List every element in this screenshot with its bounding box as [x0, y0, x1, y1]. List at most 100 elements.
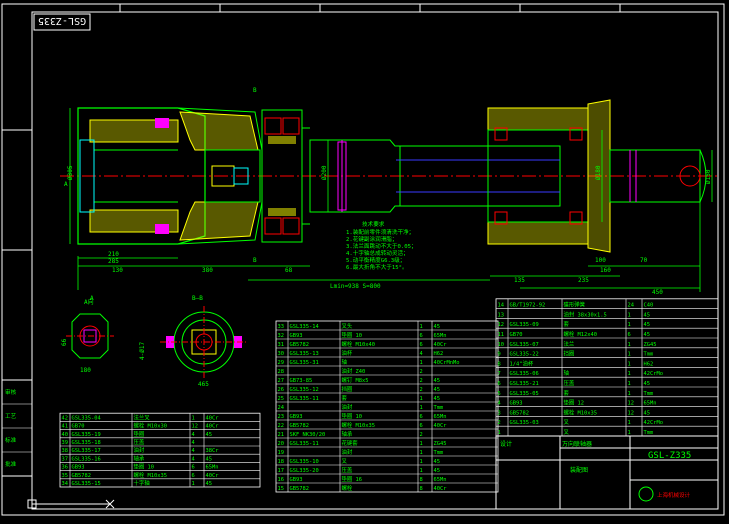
bom-cell-name: 垫圈 12: [564, 399, 585, 407]
bom-cell-no: 10: [498, 342, 505, 348]
bom-cell-no: 11: [498, 332, 505, 338]
bom-cell-no: 35: [62, 473, 69, 479]
bom-cell-code: GSL335-03: [510, 420, 539, 426]
dim-dia-305: Ø305: [67, 165, 74, 180]
section-a-view: A向 180 66: [61, 298, 114, 374]
left-stamp-cell: 标准: [5, 436, 17, 444]
right-spline-yoke: [487, 99, 707, 253]
bom-cell-mat: 45: [206, 432, 213, 438]
title-name: 万向联轴器: [562, 440, 592, 448]
bom-cell-code: GSL335-04: [72, 415, 101, 421]
bom-cell-code: GSL335-20: [290, 468, 319, 474]
bom-cell-name: 垫圈 16: [342, 475, 363, 483]
bom-cell-qty: 6: [420, 333, 423, 339]
bom-cell-mat: Tmm: [644, 430, 654, 436]
bom-cell-name: 油封: [134, 446, 145, 454]
bom-cell-qty: 1: [420, 360, 423, 366]
bom-cell-name: 油封 Z40: [342, 367, 366, 375]
bom-cell-name: 套: [564, 389, 570, 397]
bom-cell-code: GB93: [72, 465, 85, 471]
bom-cell-qty: 1: [628, 371, 631, 377]
bom-cell-no: 41: [62, 424, 69, 430]
bom-cell-qty: 2: [420, 369, 423, 375]
bom-cell-qty: 1: [192, 415, 195, 421]
left-stamp-cell: 工艺: [5, 413, 17, 420]
bom-cell-no: 42: [62, 415, 69, 421]
bom-cell-qty: 1: [420, 459, 423, 465]
bom-cell-mat: 45: [644, 410, 651, 416]
bom-cell-code: GB93: [290, 414, 303, 420]
bom-cell-code: GSL335-22: [510, 352, 539, 358]
bom-cell-name: 螺栓 M10x30: [134, 422, 168, 430]
bom-cell-mat: 45: [644, 322, 651, 328]
bom-cell-code: GSL335-12: [290, 387, 319, 393]
bom-cell-name: 螺钉 M8x5: [342, 376, 369, 384]
bom-cell-code: GB5782: [510, 410, 529, 416]
bom-cell-mat: ZG45: [434, 441, 447, 447]
bom-cell-code: GSL335-16: [72, 456, 101, 462]
bom-cell-code: GSL335-14: [290, 324, 319, 330]
bom-cell-mat: 38Cr: [206, 448, 220, 454]
bom-cell-no: 7: [498, 371, 501, 377]
bom-cell-no: 13: [498, 312, 505, 318]
bom-cell-mat: 45: [206, 456, 213, 462]
sheet-border: [1, 3, 725, 516]
marker-a-left: A: [64, 181, 68, 188]
dim-dia-200: Ø200: [321, 165, 328, 180]
bom-cell-code: GSL335-10: [290, 459, 319, 465]
bom-cell-mat: 65Mn: [644, 401, 657, 407]
bom-cell-mat: 40Cr: [206, 415, 220, 421]
dim-dia-180: Ø180: [595, 165, 602, 180]
bom-cell-mat: 65Mn: [206, 465, 219, 471]
bom-cell-code: SKF NK30/20: [290, 432, 326, 438]
bom-cell-no: 28: [278, 369, 285, 375]
bom-cell-name: 十字轴: [134, 479, 150, 487]
bom-cell-qty: 6: [192, 473, 195, 479]
bom-cell-qty: 8: [420, 477, 423, 483]
title-code: GSL-Z335: [648, 451, 691, 461]
bom-cell-qty: 1: [628, 430, 631, 436]
bom-cell-mat: 45: [644, 381, 651, 387]
bom-cell-no: 40: [62, 432, 69, 438]
bom-cell-no: 4: [498, 401, 501, 407]
bom-cell-no: 24: [278, 405, 285, 411]
bom-cell-mat: 42CrMo: [644, 371, 663, 377]
drawing-code-stamp: GSL-Z335: [33, 13, 91, 31]
bom-cell-name: 垫圈 10: [342, 331, 363, 339]
bom-cell-qty: 1: [628, 312, 631, 318]
bom-cell-qty: 12: [628, 410, 635, 416]
bom-cell-code: GB93: [290, 477, 303, 483]
marker-a-right: A: [90, 295, 94, 302]
bom-cell-mat: 45: [434, 468, 441, 474]
note-line-6: 6.最大折角不大于15°。: [346, 263, 408, 271]
bom-cell-name: 压盖: [564, 379, 575, 387]
bom-cell-qty: 6: [420, 423, 423, 429]
bom-cell-name: 挡圈: [564, 350, 575, 358]
technical-notes: 技术要求 1.装配前零件须清洗干净； 2.花键副涂润滑脂； 3.法兰面跳动不大于…: [346, 220, 417, 271]
bom-cell-qty: 1: [628, 342, 631, 348]
bom-cell-code: GB5782: [290, 342, 309, 348]
dim-130: 130: [112, 267, 123, 274]
bom-cell-qty: 1: [628, 352, 631, 358]
bom-cell-name: 碟形弹簧: [564, 301, 586, 309]
bom-cell-name: 叉头: [342, 322, 353, 330]
bom-cell-code: GSL335-15: [72, 481, 101, 487]
bom-cell-qty: 1: [420, 468, 423, 474]
bom-cell-no: 2: [498, 420, 501, 426]
bom-cell-qty: 4: [192, 432, 195, 438]
bom-cell-name: 垫圈 10: [134, 463, 155, 471]
left-stamp-cell: 审核: [5, 388, 17, 396]
bom-cell-code: GSL335-11: [290, 441, 319, 447]
bom-cell-no: 18: [278, 459, 285, 465]
bom-cell-name: 垫圈: [134, 430, 145, 438]
section-a-label: A向: [84, 298, 94, 306]
bom-cell-code: GB5782: [290, 486, 309, 492]
bom-cell-mat: 45: [434, 387, 441, 393]
bom-cell-name: 螺栓 M12x40: [564, 330, 598, 338]
bom-cell-name: 螺栓: [342, 484, 353, 492]
bom-cell-qty: 1: [628, 420, 631, 426]
